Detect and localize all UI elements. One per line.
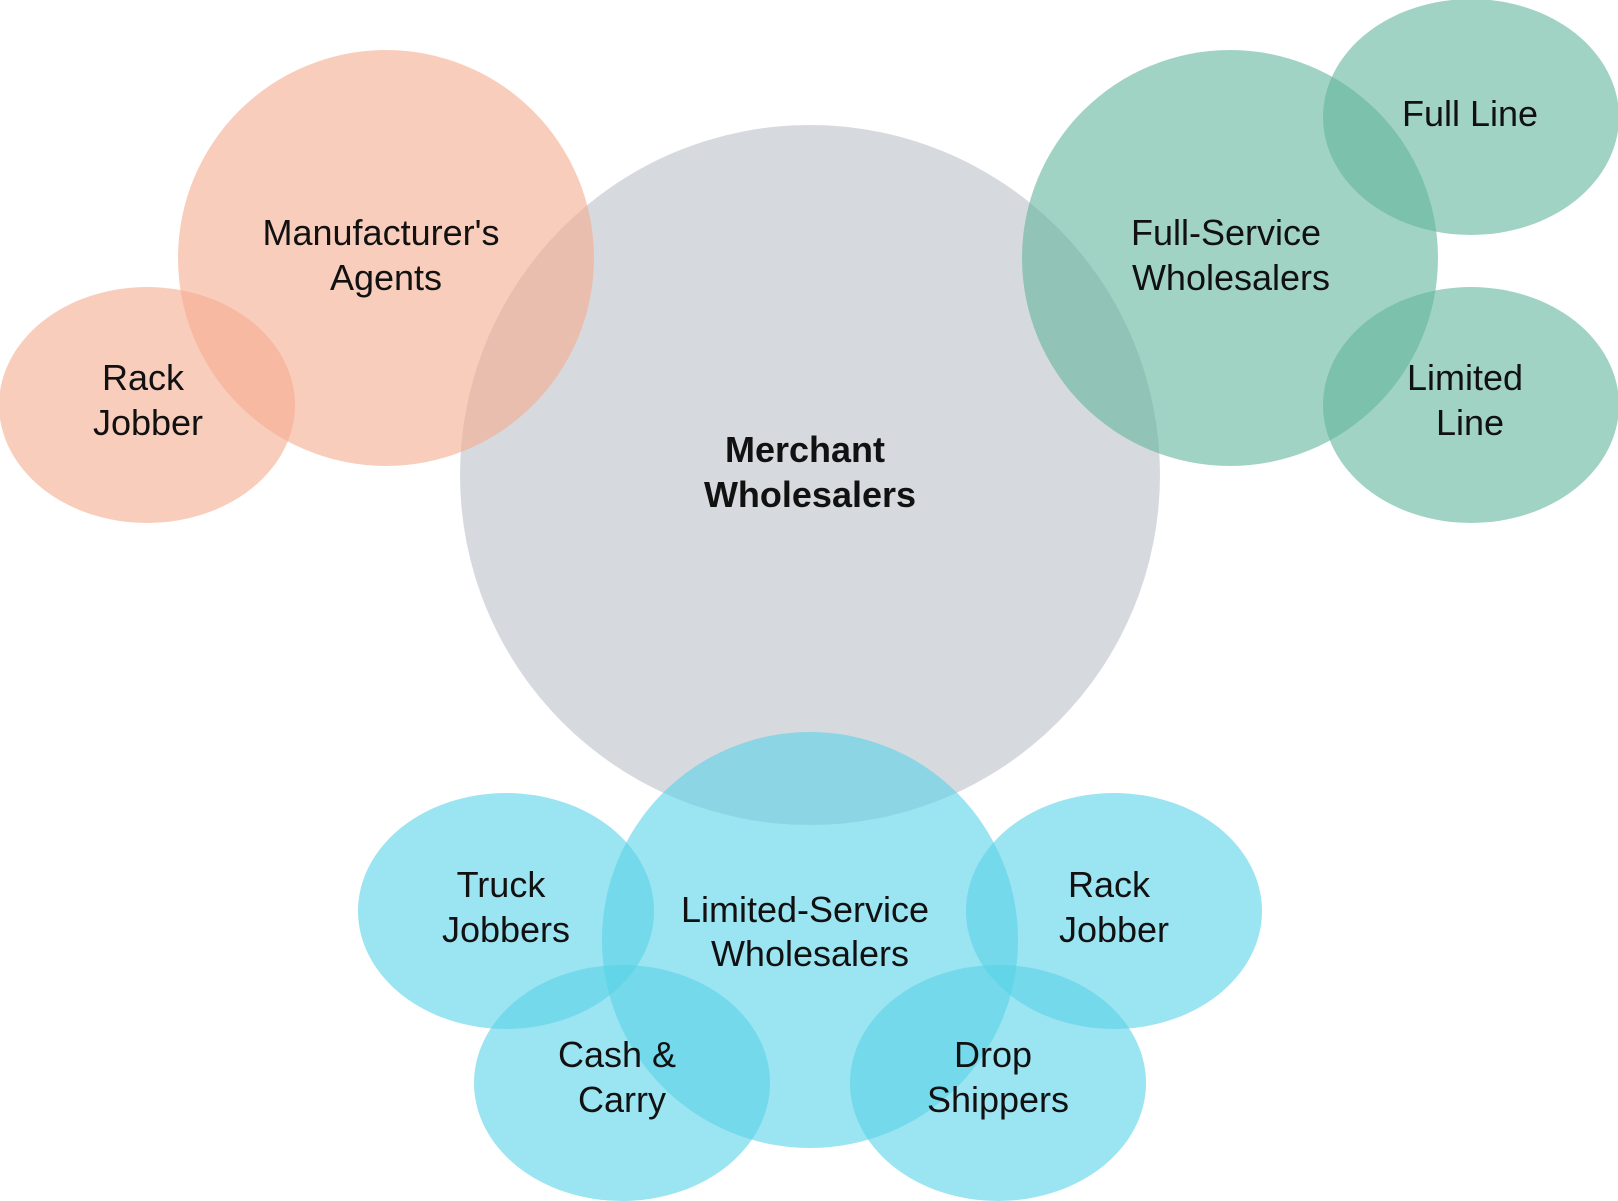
drop-shippers-line2: Shippers	[927, 1079, 1069, 1120]
full-service-line2: Wholesalers	[1132, 257, 1330, 298]
merchant-wholesalers-line1: Merchant	[725, 429, 885, 470]
cash-carry-label: Cash & Carry	[558, 1034, 686, 1120]
cash-carry-line2: Carry	[578, 1079, 666, 1120]
limited-line-line1: Limited	[1407, 357, 1523, 398]
rack-jobber-limited-label: Rack Jobber	[1059, 864, 1169, 950]
limited-line-ellipse	[1323, 287, 1618, 523]
truck-jobbers-line1: Truck	[457, 864, 547, 905]
manufacturers-agents-line1: Manufacturer's	[263, 212, 500, 253]
limited-service-line2: Wholesalers	[711, 933, 909, 974]
limited-line-line2: Line	[1436, 402, 1504, 443]
merchant-wholesalers-label: Merchant Wholesalers	[704, 429, 916, 515]
cash-carry-line1: Cash &	[558, 1034, 676, 1075]
drop-shippers-line1: Drop	[954, 1034, 1032, 1075]
rack-jobber-limited-line2: Jobber	[1059, 909, 1169, 950]
limited-service-line1: Limited-Service	[681, 889, 929, 930]
cash-carry-ellipse	[474, 965, 770, 1201]
merchant-wholesalers-line2: Wholesalers	[704, 474, 916, 515]
drop-shippers-ellipse	[850, 965, 1146, 1201]
limited-line-label: Limited Line	[1407, 357, 1533, 443]
rack-jobber-limited-line1: Rack	[1068, 864, 1151, 905]
full-service-wholesalers-label: Full-Service Wholesalers	[1131, 212, 1331, 298]
rack-jobber-agent-label: Rack Jobber	[93, 357, 203, 443]
truck-jobbers-label: Truck Jobbers	[442, 864, 570, 950]
limited-service-wholesalers-label: Limited-Service Wholesalers	[681, 889, 939, 974]
merchant-wholesalers-circle	[460, 125, 1160, 825]
rack-jobber-agent-ellipse	[0, 287, 295, 523]
full-service-line1: Full-Service	[1131, 212, 1321, 253]
full-line-label: Full Line	[1402, 93, 1538, 134]
rack-jobber-agent-line2: Jobber	[93, 402, 203, 443]
full-line-ellipse	[1323, 0, 1618, 235]
manufacturers-agents-line2: Agents	[330, 257, 442, 298]
drop-shippers-label: Drop Shippers	[927, 1034, 1069, 1120]
manufacturers-agents-label: Manufacturer's Agents	[263, 212, 510, 298]
truck-jobbers-line2: Jobbers	[442, 909, 570, 950]
rack-jobber-agent-line1: Rack	[102, 357, 185, 398]
